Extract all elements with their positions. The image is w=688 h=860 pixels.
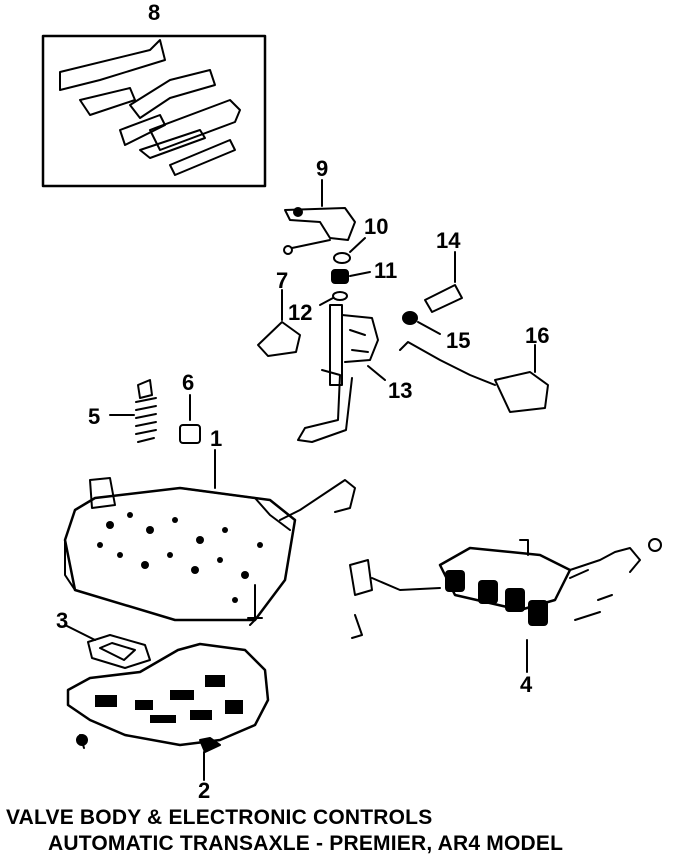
callout-7: 7: [276, 268, 288, 293]
callout-2: 2: [198, 778, 210, 800]
caption-title: VALVE BODY & ELECTRONIC CONTROLS: [6, 806, 433, 829]
callout-8: 8: [148, 0, 160, 25]
part-10-washer: [333, 237, 366, 264]
callout-16: 16: [525, 323, 549, 348]
part-8-gasket-kit: [41, 34, 267, 188]
part-5-spring: [109, 379, 157, 443]
callout-1: 1: [210, 426, 222, 451]
part-9-bracket: [283, 179, 356, 255]
part-13-lever-assembly: [297, 304, 386, 443]
callout-10: 10: [364, 214, 388, 239]
caption-subtitle: AUTOMATIC TRANSAXLE - PREMIER, AR4 MODEL: [48, 832, 564, 855]
callout-12: 12: [288, 300, 312, 325]
callout-15: 15: [446, 328, 470, 353]
part-1-valve-body: [63, 449, 356, 626]
part-2-strainer: [66, 642, 270, 781]
part-14-sensor: [424, 251, 463, 313]
callout-13: 13: [388, 378, 412, 403]
callout-3: 3: [56, 608, 68, 633]
part-4-solenoid-assembly: [349, 538, 662, 673]
parts-diagram: 8 9 10 11 12 7 13 14 15 16 6 5 1 3 4 2: [41, 0, 662, 800]
callout-4: 4: [520, 672, 533, 697]
callout-6: 6: [182, 370, 194, 395]
part-11-seal: [331, 269, 371, 284]
callout-11: 11: [374, 258, 397, 283]
part-6-plug: [179, 394, 201, 444]
bolt: [247, 584, 263, 619]
callout-9: 9: [316, 156, 328, 181]
part-12-o-ring: [319, 291, 348, 306]
callout-14: 14: [436, 228, 461, 253]
part-16-harness: [399, 341, 549, 413]
part-7-gasket: [257, 289, 301, 357]
part-15-o-ring: [402, 311, 441, 335]
part-3-gasket: [64, 624, 151, 669]
callout-5: 5: [88, 404, 100, 429]
